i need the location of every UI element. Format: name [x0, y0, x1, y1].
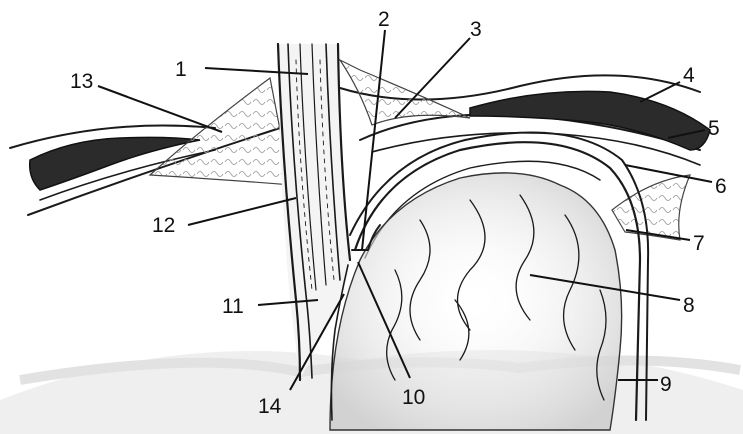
leader-12 — [188, 198, 296, 225]
label-8: 8 — [683, 294, 695, 317]
label-2: 2 — [378, 8, 390, 31]
label-1: 1 — [175, 58, 187, 81]
label-9: 9 — [660, 373, 672, 396]
label-7: 7 — [693, 232, 705, 255]
label-11: 11 — [222, 295, 244, 318]
label-4: 4 — [683, 64, 695, 87]
label-14: 14 — [258, 395, 282, 418]
label-13: 13 — [70, 70, 93, 93]
leader-4 — [640, 82, 680, 102]
label-6: 6 — [715, 175, 727, 198]
label-3: 3 — [470, 18, 482, 41]
leader-2 — [362, 30, 385, 250]
label-10: 10 — [402, 386, 425, 409]
upper-fat-tissue — [340, 60, 470, 125]
label-5: 5 — [708, 117, 720, 140]
label-12: 12 — [152, 214, 175, 237]
